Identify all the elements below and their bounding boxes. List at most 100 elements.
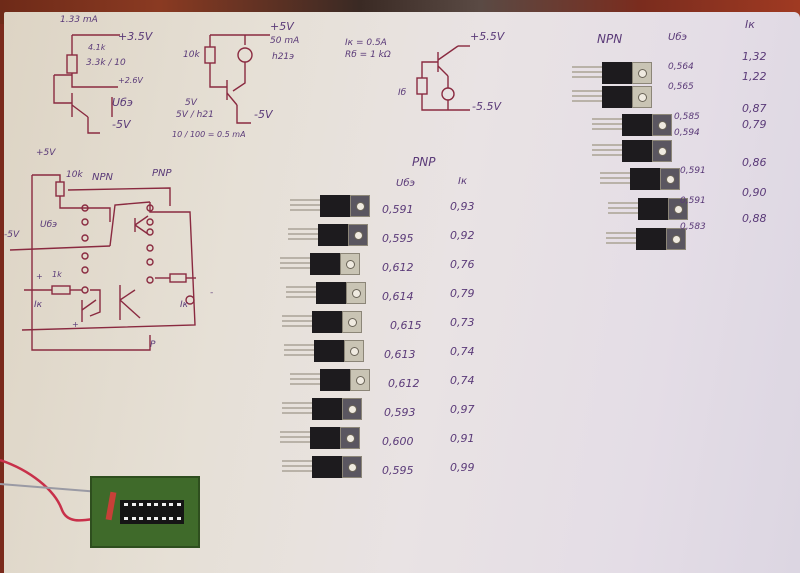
table-cell-ik: 0,97 xyxy=(450,403,475,416)
transistor xyxy=(290,369,380,391)
note-neg-5v: -5V xyxy=(254,108,273,121)
table-cell-ik: 0,79 xyxy=(450,287,475,300)
note-tester-npn: NPN xyxy=(92,172,113,183)
table-cell-ube: 0,600 xyxy=(382,435,414,448)
mounting-hole xyxy=(350,347,359,356)
transistor-body xyxy=(320,195,352,217)
transistor-body xyxy=(602,62,634,84)
note-neg-voltage: -5V xyxy=(112,118,131,131)
table-cell-ik: 0,93 xyxy=(450,200,475,213)
table-cell-ube: 0,594 xyxy=(674,128,700,138)
note-supply: +5V xyxy=(270,20,294,33)
transistor-leads xyxy=(592,118,624,132)
transistor-body xyxy=(320,369,352,391)
transistor xyxy=(280,427,370,449)
transistor-leads xyxy=(284,344,316,358)
transistor xyxy=(290,195,380,217)
transistor-leads xyxy=(280,257,312,271)
mounting-hole xyxy=(672,235,681,244)
table-cell-ik: 0,86 xyxy=(742,156,767,169)
transistor xyxy=(282,311,372,333)
transistor-leads xyxy=(608,202,640,216)
transistor-body xyxy=(622,114,654,136)
transistor xyxy=(288,224,378,246)
transistor xyxy=(284,340,374,362)
transistor xyxy=(282,456,372,478)
pcb-ic-socket xyxy=(120,500,184,524)
transistor xyxy=(572,86,662,108)
note-tester-5v: +5V xyxy=(36,148,56,158)
note-ube: Uбэ xyxy=(112,96,133,109)
table-cell-ik: 0,87 xyxy=(742,102,767,115)
table-cell-ube: 0,595 xyxy=(382,232,414,245)
mounting-hole xyxy=(348,318,357,327)
table-cell-ube: 0,593 xyxy=(384,406,416,419)
ic-pin xyxy=(124,503,128,506)
table-cell-ube: 0,565 xyxy=(668,82,694,92)
transistor-body xyxy=(312,456,344,478)
mounting-hole xyxy=(346,260,355,269)
transistor-body xyxy=(318,224,350,246)
transistor-leads xyxy=(606,232,638,246)
mounting-hole xyxy=(348,463,357,472)
transistor xyxy=(592,114,682,136)
note-base-resistor: 10k xyxy=(183,50,200,60)
table-cell-ube: 0,591 xyxy=(382,203,414,216)
table-cell-ik: 1,32 xyxy=(742,50,767,63)
note-tester-neg5v: -5V xyxy=(4,230,20,240)
mounting-hole xyxy=(666,175,675,184)
table-cell-ube: 0,564 xyxy=(668,62,694,72)
transistor-leads xyxy=(280,431,312,445)
transistor-tab xyxy=(632,62,652,84)
mounting-hole xyxy=(658,121,667,130)
note-tester-plus: + xyxy=(36,272,43,281)
ic-pin xyxy=(154,503,158,506)
table-cell-ik: 1,22 xyxy=(742,70,767,83)
sketch-tester-schematic xyxy=(9,174,196,351)
transistor-tab xyxy=(660,168,680,190)
transistor-tab xyxy=(342,456,362,478)
transistor xyxy=(592,140,682,162)
table-cell-ube: 0,591 xyxy=(680,196,706,206)
note-tester-ube: Uбэ xyxy=(40,220,58,230)
sketch-hfe-test xyxy=(204,34,270,124)
table-cell-ik: 0,99 xyxy=(450,461,475,474)
table-cell-ube: 0,595 xyxy=(382,464,414,477)
note-5v: 5V xyxy=(185,98,197,108)
transistor-tab xyxy=(340,253,360,275)
note-tester-1k: 1k xyxy=(52,270,62,279)
note-tester-plus2: + xyxy=(72,320,79,329)
ic-pin xyxy=(146,503,151,506)
ic-pin xyxy=(124,517,128,520)
table-cell-ube: 0,591 xyxy=(680,166,706,176)
transistor-leads xyxy=(282,402,314,416)
note-ic: Iк = 0.5A xyxy=(345,38,387,48)
table-cell-ik: 0,73 xyxy=(450,316,475,329)
transistor-tab xyxy=(652,140,672,162)
pcb-resistor xyxy=(105,491,117,521)
transistor-leads xyxy=(290,199,322,213)
mounting-hole xyxy=(346,434,355,443)
note-tester-10k: 10k xyxy=(66,170,83,180)
note-ib: Iб xyxy=(398,88,407,98)
note-h21: h21э xyxy=(272,52,295,62)
transistor-body xyxy=(622,140,654,162)
table-cell-ube: 0,614 xyxy=(382,290,414,303)
table-cell-ik: 0,74 xyxy=(450,345,475,358)
ic-pin xyxy=(131,517,136,520)
transistor-body xyxy=(312,398,344,420)
table-cell-ube: 0,583 xyxy=(680,222,706,232)
transistor-body xyxy=(310,253,342,275)
table-cell-ik: 0,92 xyxy=(450,229,475,242)
transistor-body xyxy=(630,168,662,190)
ic-pin xyxy=(131,503,136,506)
transistor-tab xyxy=(350,369,370,391)
table-cell-ik: 0,88 xyxy=(742,212,767,225)
table-cell-ube: 0,615 xyxy=(390,319,422,332)
transistor xyxy=(606,228,696,250)
test-leads xyxy=(0,458,101,522)
transistor-body xyxy=(314,340,346,362)
transistor xyxy=(572,62,662,84)
npn-title: NPN xyxy=(597,32,623,46)
ic-pin xyxy=(169,517,173,520)
